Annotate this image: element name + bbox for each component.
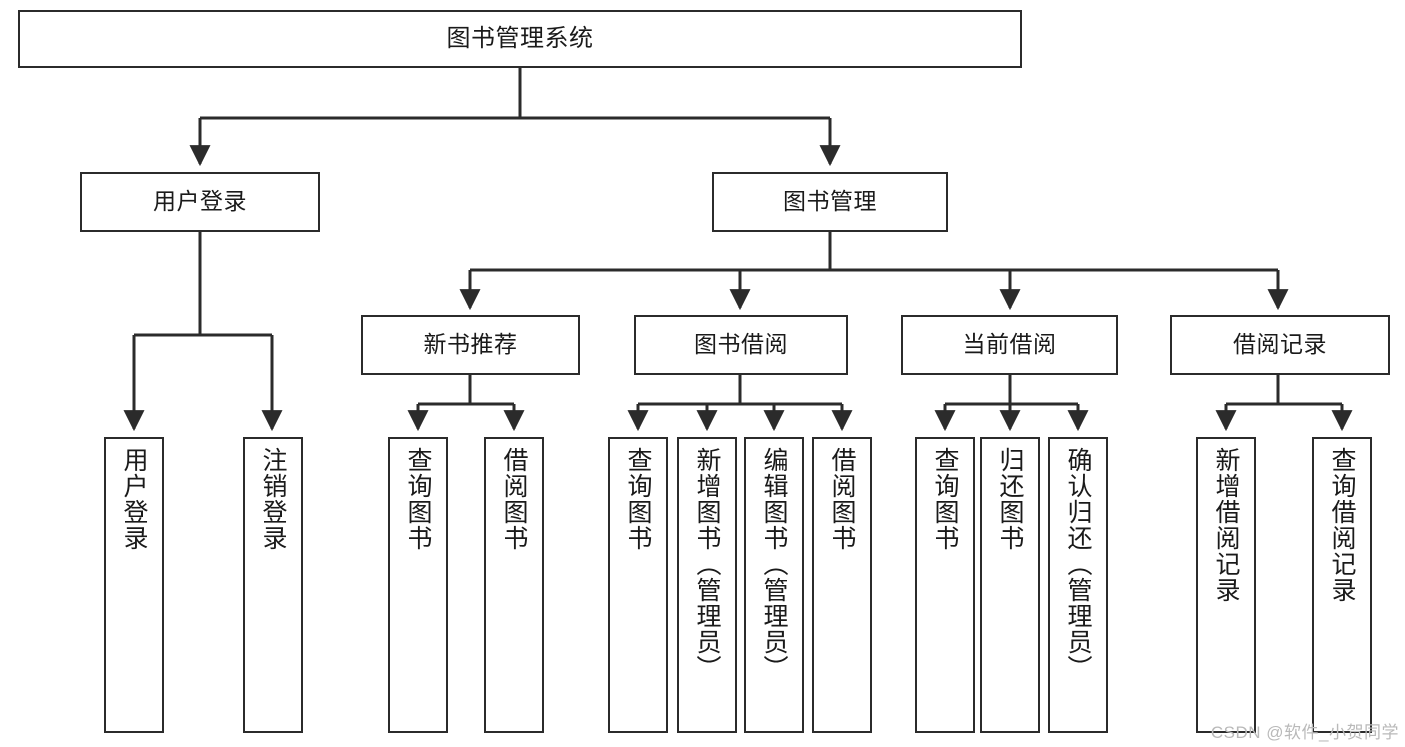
node-label: 查询图书 [404, 447, 432, 551]
node-label: 归还图书 [996, 447, 1024, 551]
leaf-book-borrow-edit-book-admin[interactable]: 编辑图书（管理员） [744, 437, 804, 733]
leaf-borrow-record-query-record[interactable]: 查询借阅记录 [1312, 437, 1372, 733]
node-label: 图书管理系统 [446, 24, 594, 52]
leaf-book-borrow-query-book[interactable]: 查询图书 [608, 437, 668, 733]
leaf-current-borrow-return-book[interactable]: 归还图书 [980, 437, 1040, 733]
node-label: 当前借阅 [962, 331, 1057, 358]
node-root-book-management-system[interactable]: 图书管理系统 [18, 10, 1022, 68]
leaf-user-login-signin[interactable]: 用户登录 [104, 437, 164, 733]
node-label: 新增借阅记录 [1212, 447, 1240, 603]
leaf-current-borrow-confirm-return-admin[interactable]: 确认归还（管理员） [1048, 437, 1108, 733]
node-book-borrow[interactable]: 图书借阅 [634, 315, 848, 375]
leaf-borrow-record-add-record[interactable]: 新增借阅记录 [1196, 437, 1256, 733]
node-label: 用户登录 [120, 447, 148, 551]
node-label: 借阅记录 [1233, 331, 1327, 358]
leaf-new-book-query-book[interactable]: 查询图书 [388, 437, 448, 733]
watermark-text: CSDN @软件_小贺同学 [1210, 723, 1399, 742]
leaf-book-borrow-add-book-admin[interactable]: 新增图书（管理员） [677, 437, 737, 733]
node-label: 借阅图书 [828, 447, 856, 551]
node-label: 新书推荐 [423, 331, 518, 358]
node-label: 用户登录 [153, 188, 247, 215]
node-label: 图书管理 [783, 188, 877, 215]
node-user-login[interactable]: 用户登录 [80, 172, 320, 232]
node-label: 新增图书（管理员） [693, 447, 721, 681]
node-label: 图书借阅 [694, 331, 788, 358]
node-borrow-record[interactable]: 借阅记录 [1170, 315, 1390, 375]
leaf-current-borrow-query-book[interactable]: 查询图书 [915, 437, 975, 733]
node-label: 确认归还（管理员） [1064, 447, 1092, 681]
node-book-management[interactable]: 图书管理 [712, 172, 948, 232]
node-current-borrow[interactable]: 当前借阅 [901, 315, 1118, 375]
node-label: 查询图书 [624, 447, 652, 551]
node-label: 查询借阅记录 [1328, 447, 1356, 603]
node-new-book-recommendation[interactable]: 新书推荐 [361, 315, 580, 375]
leaf-book-borrow-borrow-book[interactable]: 借阅图书 [812, 437, 872, 733]
node-label: 查询图书 [931, 447, 959, 551]
node-label: 借阅图书 [500, 447, 528, 551]
node-label: 编辑图书（管理员） [760, 447, 788, 681]
leaf-user-login-signout[interactable]: 注销登录 [243, 437, 303, 733]
leaf-new-book-borrow-book[interactable]: 借阅图书 [484, 437, 544, 733]
node-label: 注销登录 [259, 447, 287, 551]
